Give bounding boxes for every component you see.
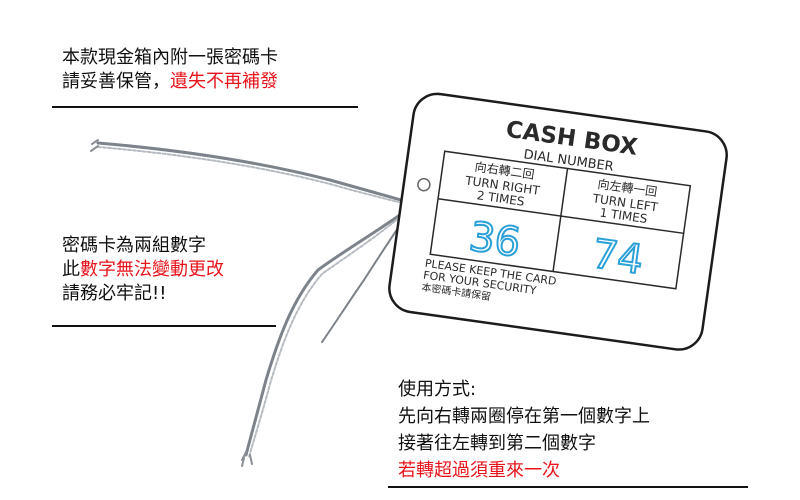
card-number-first: 36 — [466, 214, 523, 267]
note-top-warning: 遺失不再補發 — [170, 71, 278, 92]
password-card: CASH BOX DIAL NUMBER 向右轉二回 TURN RIGHT 2 … — [388, 92, 728, 351]
card-left-en-2: 1 TIMES — [599, 206, 648, 227]
note-top-line-1: 本款現金箱內附一張密碼卡 — [62, 47, 278, 68]
note-left-line-2: 此數字無法變動更改 — [62, 258, 224, 282]
divider-left — [52, 325, 276, 327]
note-top-line-2-text: 請妥善保管， — [62, 71, 170, 92]
divider-top — [52, 106, 358, 108]
card-hole-icon — [417, 177, 431, 192]
note-left-line-2-text: 此 — [62, 259, 80, 280]
note-left-line-3: 請務必牢記!! — [62, 283, 167, 304]
card-right-en-2: 2 TIMES — [476, 188, 525, 209]
note-numbers: 密碼卡為兩組數字 此數字無法變動更改 請務必牢記!! — [62, 234, 224, 306]
note-left-warning: 數字無法變動更改 — [80, 259, 224, 280]
string-icon — [90, 139, 416, 467]
note-bottom-line-3: 接著往左轉到第二個數字 — [398, 433, 596, 454]
divider-bottom — [388, 486, 748, 488]
note-bottom-line-2: 先向右轉兩圈停在第一個數字上 — [398, 406, 650, 427]
note-left-line-1: 密碼卡為兩組數字 — [62, 235, 206, 256]
note-bottom-line-1: 使用方式: — [398, 379, 477, 400]
card-number-second: 74 — [589, 231, 646, 284]
note-bottom-warning: 若轉超過須重來一次 — [398, 460, 560, 481]
note-usage: 使用方式: 先向右轉兩圈停在第一個數字上 接著往左轉到第二個數字 若轉超過須重來… — [398, 376, 650, 484]
note-top-line-2: 請妥善保管，遺失不再補發 — [62, 70, 278, 94]
note-password-card: 本款現金箱內附一張密碼卡 請妥善保管，遺失不再補發 — [62, 46, 278, 94]
